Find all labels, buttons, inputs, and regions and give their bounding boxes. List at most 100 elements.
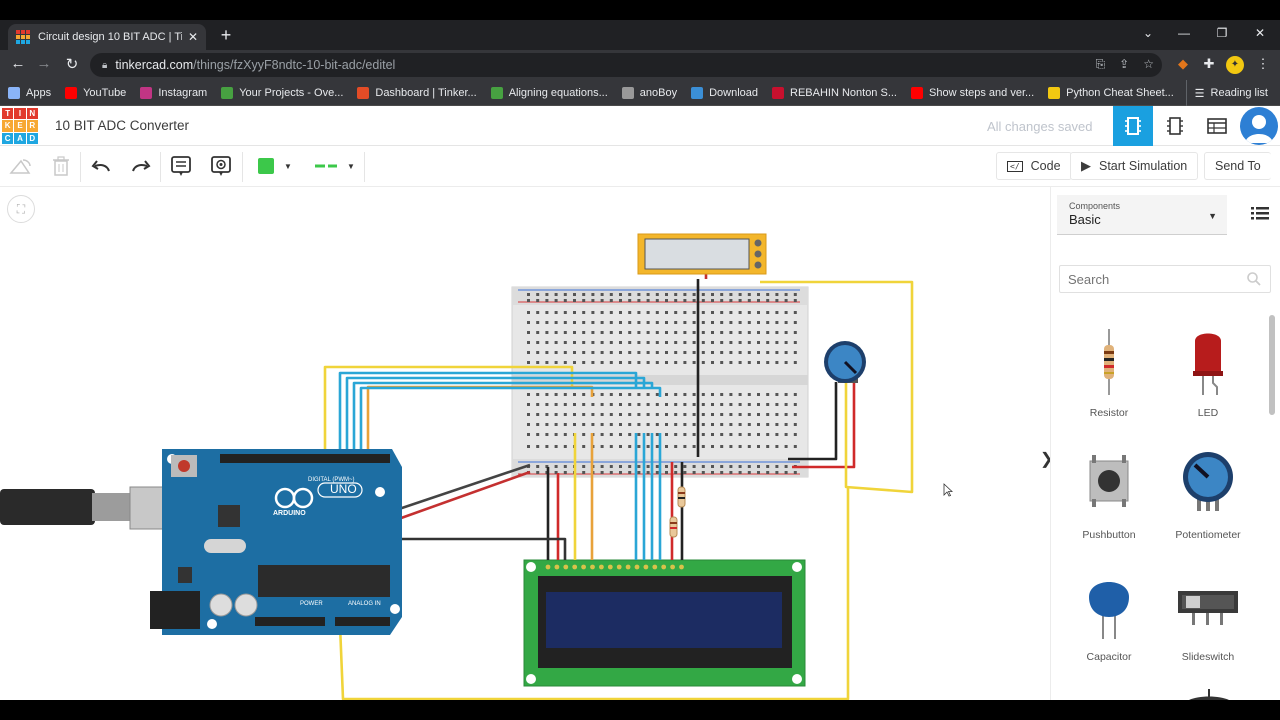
reload-icon[interactable]: ↻ [65, 56, 79, 73]
start-simulation-label: Start Simulation [1099, 159, 1188, 173]
component-list-view-button[interactable] [1197, 106, 1237, 146]
new-tab-button[interactable]: + [220, 25, 232, 45]
user-avatar[interactable] [1240, 107, 1278, 145]
bookmark-item[interactable]: Python Cheat Sheet... [1048, 86, 1174, 99]
tab-title: Circuit design 10 BIT ADC | Tinkercad [38, 31, 182, 43]
delete-icon[interactable] [48, 154, 74, 178]
translate-icon[interactable]: ⎘ [1095, 57, 1106, 71]
bookmarks-bar: Apps YouTube Instagram Your Projects - Ove.… [0, 80, 1280, 106]
component-card-pushbutton[interactable]: Pushbutton [1059, 439, 1159, 549]
bookmark-label: Dashboard | Tinker... [375, 86, 477, 99]
save-status: All changes saved [987, 119, 1093, 134]
list-view-icon[interactable] [1251, 205, 1269, 221]
resistor-component[interactable] [669, 486, 686, 538]
bookmark-label: Apps [26, 86, 52, 99]
anoboy-icon [621, 86, 634, 99]
component-card-resistor[interactable]: Resistor [1059, 317, 1159, 427]
digital-header-label: DIGITAL (PWM~) [308, 477, 355, 483]
minimize-icon[interactable]: — [1178, 26, 1190, 40]
search-icon [1247, 272, 1261, 286]
fill-color-picker[interactable]: ▼ [252, 154, 298, 178]
arduino-uno-board[interactable]: DIGITAL (PWM~) UNO ARDUINO POWER ANALOG … [150, 449, 402, 635]
mouse-cursor-icon [943, 483, 953, 497]
component-card-slideswitch[interactable]: Slideswitch [1158, 561, 1258, 671]
close-tab-icon[interactable]: ✕ [187, 30, 198, 44]
code-button[interactable]: </ Code [996, 152, 1072, 180]
bookmark-item[interactable]: Your Projects - Ove... [221, 86, 343, 99]
bookmark-item[interactable]: Download [691, 86, 758, 99]
component-card-led[interactable]: LED [1158, 317, 1258, 427]
arduino-brand-label: ARDUINO [273, 510, 306, 517]
bookmark-star-icon[interactable]: ☆ [1143, 57, 1154, 71]
rotate-icon[interactable] [8, 154, 34, 178]
back-icon[interactable]: ← [10, 55, 26, 72]
potentiometer-icon [1183, 452, 1233, 511]
component-label: Potentiometer [1175, 529, 1241, 541]
notes-icon[interactable] [168, 154, 194, 178]
component-label: Resistor [1089, 407, 1129, 419]
uno-label: UNO [330, 482, 357, 496]
bookmark-label: Python Cheat Sheet... [1066, 86, 1174, 99]
bookmark-item[interactable]: anoBoy [621, 86, 677, 99]
logo-letter: A [14, 132, 26, 144]
bookmark-label: Download [709, 86, 758, 99]
maximize-icon[interactable]: ❐ [1216, 26, 1228, 40]
logo-letter: R [26, 120, 38, 132]
address-bar[interactable]: 🔒︎ tinkercad.com/things/fzXyyF8ndtc-10-b… [90, 53, 1162, 77]
bookmark-item[interactable]: YouTube [65, 86, 126, 99]
bookmark-label: Instagram [158, 86, 208, 99]
tinkercad-favicon-icon [16, 30, 30, 44]
bookmark-item[interactable]: REBAHIN Nonton S... [772, 86, 897, 99]
potentiometer-component[interactable] [824, 341, 866, 383]
circuit-view-button[interactable] [1113, 106, 1153, 146]
chip-icon [1125, 117, 1141, 135]
fit-view-button[interactable]: ⛶ [7, 195, 35, 223]
toggle-notes-icon[interactable] [208, 154, 234, 178]
tab-search-icon[interactable]: ⌄ [1142, 26, 1154, 40]
lcd-display[interactable] [523, 559, 806, 687]
panel-scrollbar[interactable] [1268, 315, 1276, 695]
design-title[interactable]: 10 BIT ADC Converter [55, 118, 190, 133]
logo-letter: D [26, 132, 38, 144]
wire-type-picker[interactable]: ▼ [310, 154, 360, 178]
extensions-puzzle-icon[interactable]: ✚ [1203, 56, 1215, 71]
code-label: Code [1030, 159, 1061, 173]
overleaf-icon [490, 86, 503, 99]
redo-icon[interactable] [128, 154, 154, 178]
send-to-button[interactable]: Send To [1204, 152, 1271, 180]
edit-toolbar: ▼ ▼ </ Code ▶ Start Simulation Send To [0, 146, 1280, 187]
start-simulation-button[interactable]: ▶ Start Simulation [1070, 152, 1199, 180]
chrome-menu-icon[interactable]: ⋮ [1256, 56, 1270, 71]
resistor-icon [1104, 329, 1114, 395]
instagram-icon [140, 86, 153, 99]
rebahin-icon [772, 86, 784, 99]
browser-tab[interactable]: Circuit design 10 BIT ADC | Tinkercad ✕ [8, 24, 206, 50]
metamask-extension-icon[interactable]: ◆ [1178, 56, 1188, 71]
profile-extension-icon[interactable]: ✦ [1226, 56, 1244, 74]
slideswitch-icon [1178, 591, 1238, 625]
chevron-down-icon: ▼ [1208, 211, 1217, 221]
download-icon [691, 86, 704, 99]
schematic-view-button[interactable] [1155, 106, 1195, 146]
youtube-icon [65, 86, 78, 99]
component-card-potentiometer[interactable]: Potentiometer [1158, 439, 1258, 549]
multimeter-component[interactable] [637, 233, 767, 275]
component-card-capacitor[interactable]: Capacitor [1059, 561, 1159, 671]
logo-letter: E [14, 120, 26, 132]
undo-icon[interactable] [88, 154, 114, 178]
wire-dash-icon [315, 164, 338, 168]
bookmark-item[interactable]: Aligning equations... [490, 86, 608, 99]
bookmark-item[interactable]: Show steps and ver... [911, 86, 1034, 99]
circuit-workspace[interactable]: ⛶ [0, 187, 1053, 700]
reading-list-button[interactable]: ☰Reading list [1185, 80, 1268, 106]
bookmark-item[interactable]: Apps [8, 86, 52, 99]
components-dropdown[interactable]: Components Basic ▼ [1057, 195, 1227, 235]
component-search-input[interactable] [1059, 265, 1271, 293]
bookmark-item[interactable]: Instagram [140, 86, 208, 99]
close-window-icon[interactable]: ✕ [1254, 26, 1266, 40]
bookmark-item[interactable]: Dashboard | Tinker... [357, 86, 477, 99]
forward-icon[interactable]: → [36, 55, 52, 72]
share-icon[interactable]: ⇪ [1119, 57, 1130, 71]
